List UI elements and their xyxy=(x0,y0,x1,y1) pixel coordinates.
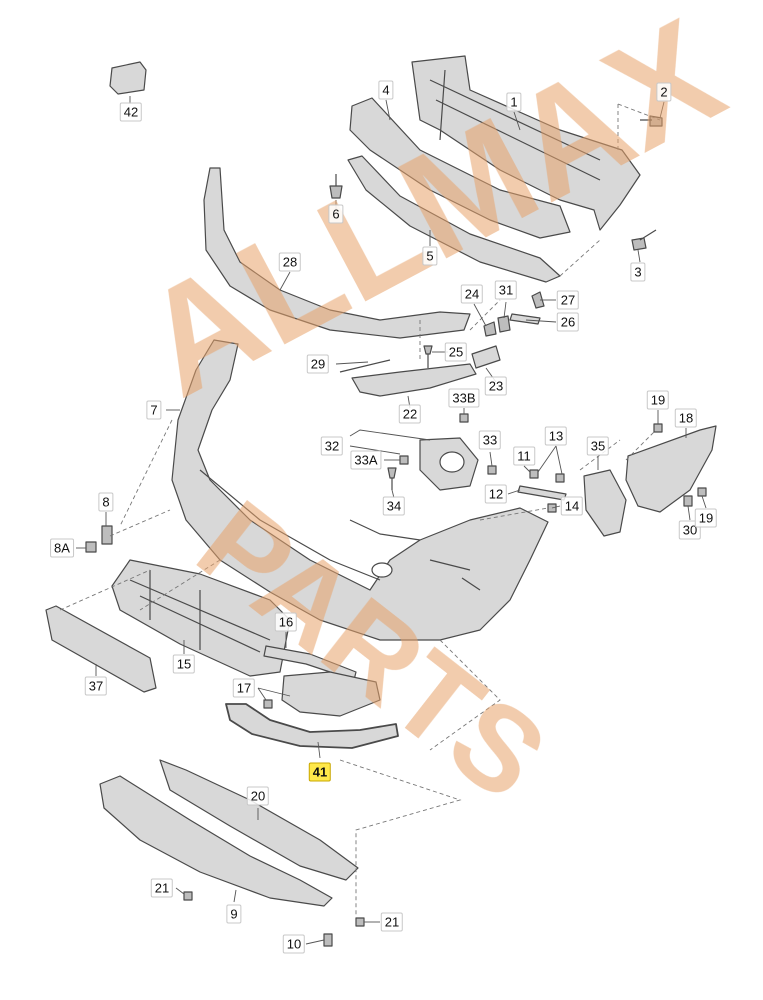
part-lower-grille xyxy=(281,671,381,717)
part-8-clip xyxy=(101,525,113,545)
callout-25[interactable]: 25 xyxy=(444,342,468,362)
part-17-screw xyxy=(263,699,273,709)
callout-14[interactable]: 14 xyxy=(560,496,584,516)
callout-2[interactable]: 2 xyxy=(656,82,672,102)
callout-9[interactable]: 9 xyxy=(226,904,242,924)
part-33b-nut xyxy=(459,413,469,423)
callout-11[interactable]: 11 xyxy=(513,446,535,466)
callout-15[interactable]: 15 xyxy=(172,654,196,674)
part-2-bolt xyxy=(640,115,663,127)
callout-4[interactable]: 4 xyxy=(378,80,394,100)
callout-17[interactable]: 17 xyxy=(232,678,256,698)
part-34-screw xyxy=(387,467,397,490)
callout-28[interactable]: 28 xyxy=(278,252,302,272)
callout-8[interactable]: 8 xyxy=(98,492,114,512)
callout-35[interactable]: 35 xyxy=(586,436,610,456)
part-28-upper-trim xyxy=(203,167,471,339)
callout-19-upper[interactable]: 19 xyxy=(646,390,670,410)
callout-3[interactable]: 3 xyxy=(630,262,646,282)
part-9-lower-spoiler xyxy=(99,775,333,907)
callout-16[interactable]: 16 xyxy=(274,612,298,632)
callout-8a[interactable]: 8A xyxy=(50,538,74,558)
callout-24[interactable]: 24 xyxy=(460,284,484,304)
callout-33[interactable]: 33 xyxy=(478,430,502,450)
part-29-rod xyxy=(339,359,391,373)
callout-37[interactable]: 37 xyxy=(84,676,108,696)
callout-10[interactable]: 10 xyxy=(282,934,306,954)
callout-13[interactable]: 13 xyxy=(544,426,568,446)
callout-23[interactable]: 23 xyxy=(484,376,508,396)
callout-21-left[interactable]: 21 xyxy=(150,878,174,898)
callout-20[interactable]: 20 xyxy=(246,786,270,806)
callout-29[interactable]: 29 xyxy=(306,354,330,374)
part-23-bracket xyxy=(471,345,501,369)
part-31-nut xyxy=(497,315,511,333)
part-41-trim xyxy=(225,703,399,749)
part-8a-clip xyxy=(85,541,97,553)
part-18-bracket xyxy=(625,425,717,513)
part-7-fog-opening xyxy=(371,562,393,578)
part-19-screw-lower xyxy=(697,487,707,497)
part-24-clip xyxy=(483,321,497,337)
parts-layer xyxy=(45,55,717,947)
callout-6[interactable]: 6 xyxy=(328,204,344,224)
callout-31[interactable]: 31 xyxy=(494,280,518,300)
part-15-grille xyxy=(111,559,291,677)
part-4-energy-absorber xyxy=(349,97,571,239)
callout-41[interactable]: 41 xyxy=(308,762,332,782)
part-30-clip xyxy=(683,495,693,507)
part-42-clip xyxy=(109,61,147,95)
callout-32[interactable]: 32 xyxy=(320,436,344,456)
callout-27[interactable]: 27 xyxy=(556,290,580,310)
callout-22[interactable]: 22 xyxy=(398,404,422,424)
callout-33a[interactable]: 33A xyxy=(350,450,382,470)
part-33a-nut xyxy=(399,455,409,465)
part-21-screw-left xyxy=(183,891,193,901)
callout-7[interactable]: 7 xyxy=(146,400,162,420)
callout-30[interactable]: 30 xyxy=(678,520,702,540)
callout-42[interactable]: 42 xyxy=(119,102,143,122)
callout-34[interactable]: 34 xyxy=(382,496,406,516)
part-27-clip xyxy=(531,291,545,309)
part-19-screw-upper xyxy=(653,423,663,433)
part-7-bumper-cover xyxy=(171,339,549,641)
part-3-bolt xyxy=(631,229,657,251)
part-10-screw xyxy=(323,933,333,947)
part-26-bracket xyxy=(509,313,541,325)
watermark: ALLMAX PARTS xyxy=(116,0,747,825)
part-11-clip xyxy=(529,469,539,479)
part-1-impact-bar xyxy=(411,55,641,231)
callout-19-lower[interactable]: 19 xyxy=(694,508,718,528)
part-35-cover xyxy=(583,469,627,537)
part-13-nut xyxy=(555,473,565,483)
callout-5[interactable]: 5 xyxy=(422,246,438,266)
callout-26[interactable]: 26 xyxy=(556,312,580,332)
part-37-plate xyxy=(45,605,157,693)
part-20-spoiler xyxy=(159,759,359,881)
part-6-clip xyxy=(329,174,343,199)
callout-21-right[interactable]: 21 xyxy=(380,912,404,932)
callout-33b[interactable]: 33B xyxy=(448,388,480,408)
part-33-nut xyxy=(487,465,497,475)
callout-1[interactable]: 1 xyxy=(506,92,522,112)
part-25-screw xyxy=(423,345,433,368)
part-22-bracket xyxy=(351,363,477,397)
part-12-bracket xyxy=(517,485,567,501)
part-21-screw-right xyxy=(355,917,365,927)
callout-18[interactable]: 18 xyxy=(674,408,698,428)
callout-12[interactable]: 12 xyxy=(484,484,508,504)
